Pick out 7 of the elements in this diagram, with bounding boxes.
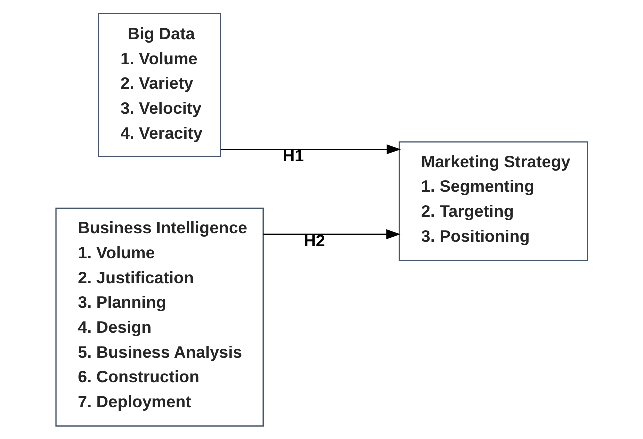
node-box: Business Intelligence 1. Volume 2. Justification 3. Planning 4. Design 5. Business Analysis 6. Construction 7. Deployment — [55, 207, 264, 426]
node-box: Marketing Strategy 1. Segmenting 2. Targeting 3. Positioning — [398, 141, 588, 261]
edge-label: H2 — [304, 231, 325, 250]
arrow — [220, 144, 401, 154]
edge-label: H1 — [282, 146, 304, 166]
node-box: Big Data 1. Volume 2. Variety 3. Velocity 4. Veracity — [98, 12, 221, 158]
arrow — [263, 229, 400, 239]
